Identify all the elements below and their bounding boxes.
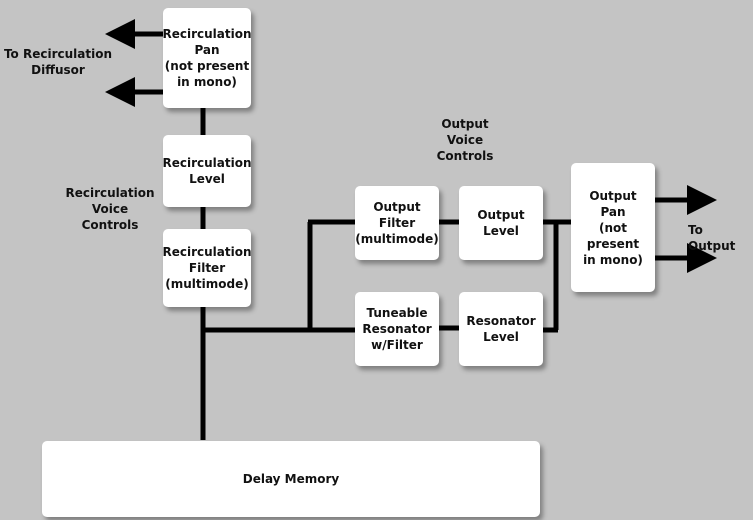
resonator-level-block: Resonator Level: [459, 292, 543, 366]
recirculation-voice-controls-label: Recirculation Voice Controls: [65, 186, 155, 232]
recirculation-level-block: Recirculation Level: [162, 135, 252, 207]
output-filter-block: Output Filter (multimode): [355, 186, 439, 260]
output-level-block: Output Level: [459, 186, 543, 260]
to-recirculation-diffusor-label: To Recirculation Diffusor: [3, 47, 113, 77]
tuneable-resonator-block: Tuneable Resonator w/Filter: [355, 292, 439, 366]
output-pan-block: Output Pan (not present in mono): [571, 163, 655, 292]
recirculation-pan-block: Recirculation Pan (not present in mono): [162, 8, 252, 108]
recirculation-filter-block: Recirculation Filter (multimode): [162, 229, 252, 307]
output-voice-controls-label: Output Voice Controls: [436, 117, 494, 163]
to-output-label: To Output: [688, 223, 736, 253]
delay-memory-block: Delay Memory: [42, 441, 540, 517]
